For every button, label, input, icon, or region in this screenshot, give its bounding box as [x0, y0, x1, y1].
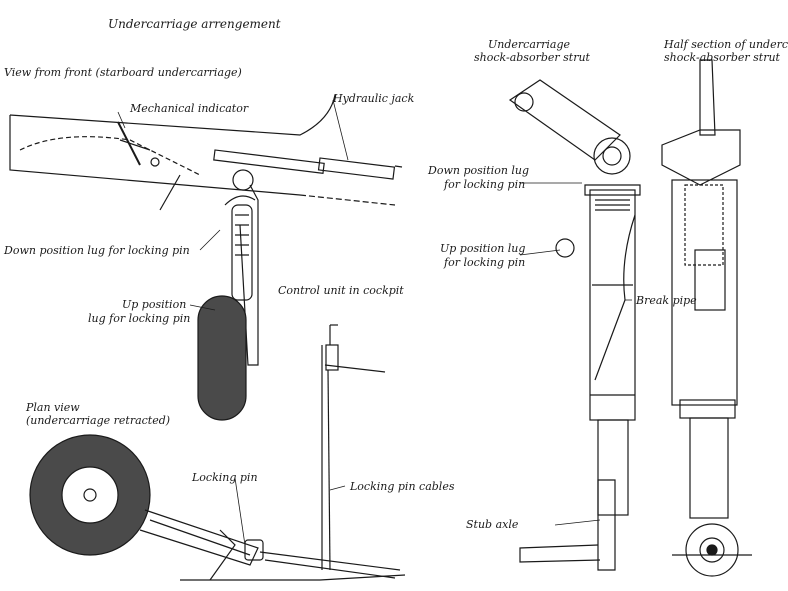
label-half-section-2: shock-absorber strut: [664, 51, 780, 64]
plan-view-wheel: [29, 434, 151, 556]
label-plan-view-1: Plan view: [26, 401, 80, 414]
hydraulic-jack: [213, 149, 403, 180]
mechanical-indicator: [117, 121, 160, 167]
label-up-lug-left-2: lug for locking pin: [88, 312, 191, 325]
locking-pin-cables-drawing: [321, 345, 331, 571]
label-down-lug-right-2: for locking pin: [444, 178, 526, 191]
strut-side-view: [508, 79, 641, 571]
label-break-pipe: Break pipe: [636, 294, 697, 307]
label-locking-pin: Locking pin: [192, 471, 258, 484]
label-half-section-1: Half section of undercar: [664, 38, 788, 51]
label-strut-title-2: shock-absorber strut: [474, 51, 590, 64]
control-unit: [325, 324, 339, 371]
label-hydraulic-jack: Hydraulic jack: [333, 92, 415, 105]
fuselage-line: [324, 364, 386, 373]
plan-view-leg: [139, 509, 406, 581]
label-control-unit: Control unit in cockpit: [278, 284, 404, 297]
label-strut-title-1: Undercarriage: [488, 38, 571, 51]
label-view-from-front: View from front (starboard undercarriage…: [4, 66, 242, 79]
label-up-lug-left-1: Up position: [122, 298, 187, 311]
diagram-title: Undercarriage arrengement: [108, 17, 281, 31]
label-up-lug-right-2: for locking pin: [444, 256, 526, 269]
label-down-lug-left: Down position lug for locking pin: [4, 244, 190, 257]
label-stub-axle: Stub axle: [466, 518, 519, 531]
leader-lines: [117, 99, 632, 546]
strut-half-section: [661, 59, 752, 577]
front-view-wheel: [197, 295, 247, 421]
label-mechanical-indicator: Mechanical indicator: [130, 102, 249, 115]
label-down-lug-right-1: Down position lug: [428, 164, 530, 177]
label-plan-view-2: (undercarriage retracted): [26, 414, 171, 427]
label-locking-pin-cables: Locking pin cables: [350, 480, 455, 493]
label-up-lug-right-1: Up position lug: [440, 242, 526, 255]
wing-outline: [9, 94, 396, 211]
